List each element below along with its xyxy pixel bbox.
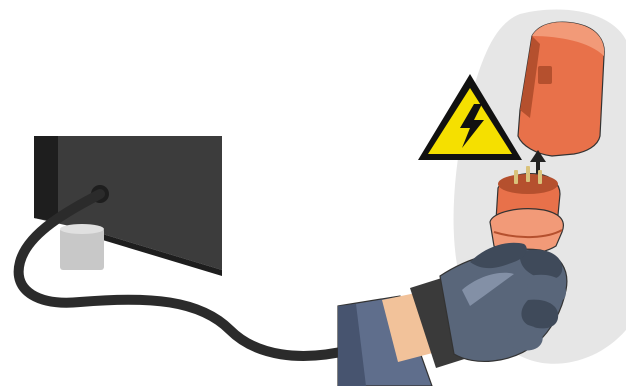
device-foot bbox=[60, 228, 104, 270]
plug-pin bbox=[514, 170, 518, 184]
device-edge bbox=[34, 136, 58, 222]
plug-pin bbox=[526, 166, 530, 182]
plug-cap-latch bbox=[538, 66, 552, 84]
plug-cap bbox=[518, 22, 604, 156]
plug-pin bbox=[538, 170, 542, 184]
device-foot-top bbox=[60, 224, 104, 234]
device bbox=[34, 136, 222, 276]
